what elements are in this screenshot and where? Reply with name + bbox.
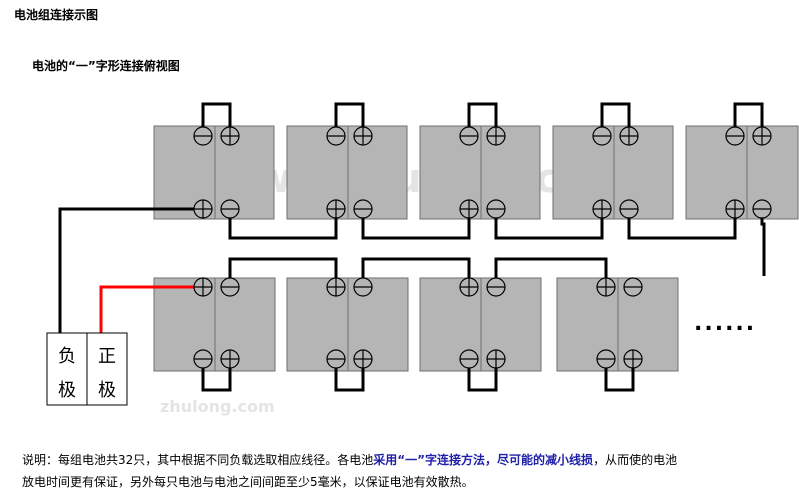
top-link-2	[494, 218, 604, 240]
caption-highlight: 采用“一”字连接方法，尽可能的减小线损	[373, 453, 594, 467]
continuation-dots: ......	[694, 311, 756, 336]
bottom-post-2-b	[486, 277, 506, 297]
caption: 说明：每组电池共32只，其中根据不同负载选取相应线径。各电池采用“一”字连接方法…	[22, 449, 682, 493]
diagram-title: 电池的“一”字形连接俯视图	[32, 59, 180, 73]
bottom-post-3-a	[596, 277, 616, 297]
bottom-post-2-d	[486, 349, 506, 369]
bottom-post-2-c	[459, 349, 479, 369]
top-post-2-c	[459, 199, 479, 219]
top-post-0-b	[220, 126, 240, 146]
positive-lead	[99, 285, 203, 333]
bottom-post-1-a	[326, 277, 346, 297]
negative-lead	[58, 207, 194, 333]
bottom-link-0	[228, 257, 338, 278]
bottom-post-1-b	[353, 277, 373, 297]
watermark-text-small: zhulong.com	[160, 397, 275, 416]
bottom-loop-1	[334, 368, 365, 392]
top-post-1-b	[353, 126, 373, 146]
top-post-4-b	[752, 126, 772, 146]
top-post-0-c	[193, 199, 213, 219]
top-link-3	[627, 218, 737, 240]
positive-label-1: 正	[98, 346, 116, 367]
bottom-post-0-b	[220, 277, 240, 297]
bottom-post-1-d	[353, 349, 373, 369]
top-post-2-b	[486, 126, 506, 146]
top-post-1-c	[326, 199, 346, 219]
bottom-loop-3	[604, 368, 635, 392]
bottom-link-2	[494, 257, 608, 278]
bottom-post-1-c	[326, 349, 346, 369]
top-post-3-d	[619, 199, 639, 219]
bottom-post-0-a	[193, 277, 213, 297]
top-post-2-a	[459, 126, 479, 146]
top-loop-1	[334, 102, 365, 127]
bottom-link-1	[361, 257, 471, 278]
top-post-1-a	[326, 126, 346, 146]
top-post-0-a	[193, 126, 213, 146]
negative-label-2: 极	[58, 380, 76, 401]
top-link-out	[760, 218, 766, 276]
top-post-1-d	[353, 199, 373, 219]
top-loop-0	[201, 102, 232, 127]
top-post-3-a	[592, 126, 612, 146]
top-post-0-d	[220, 199, 240, 219]
caption-part-2: ，从而使的电池放电时间更有保证，另外每只电池与电池之间间距至少5毫米，以保证电池…	[22, 453, 678, 489]
top-post-4-c	[725, 199, 745, 219]
top-loop-2	[467, 102, 498, 127]
top-post-2-d	[486, 199, 506, 219]
bottom-post-3-d	[623, 349, 643, 369]
top-post-4-d	[752, 199, 772, 219]
top-post-3-c	[592, 199, 612, 219]
bottom-loop-2	[467, 368, 498, 392]
page-title: 电池组连接示图	[14, 8, 99, 22]
negative-terminal-box: 负 极	[46, 332, 88, 406]
bottom-loop-0	[201, 368, 232, 392]
bottom-post-3-c	[596, 349, 616, 369]
positive-label-2: 极	[98, 380, 116, 401]
bottom-post-3-b	[623, 277, 643, 297]
bottom-post-2-a	[459, 277, 479, 297]
top-loop-3	[600, 102, 631, 127]
top-link-0	[228, 218, 338, 240]
top-loop-4	[733, 102, 764, 127]
caption-part-1: 说明：每组电池共32只，其中根据不同负载选取相应线径。各电池	[22, 453, 374, 467]
bottom-post-0-c	[193, 349, 213, 369]
negative-label-1: 负	[58, 346, 76, 367]
positive-terminal-box: 正 极	[86, 332, 128, 406]
top-post-4-a	[725, 126, 745, 146]
top-link-1	[361, 218, 471, 240]
top-post-3-b	[619, 126, 639, 146]
bottom-post-0-d	[220, 349, 240, 369]
